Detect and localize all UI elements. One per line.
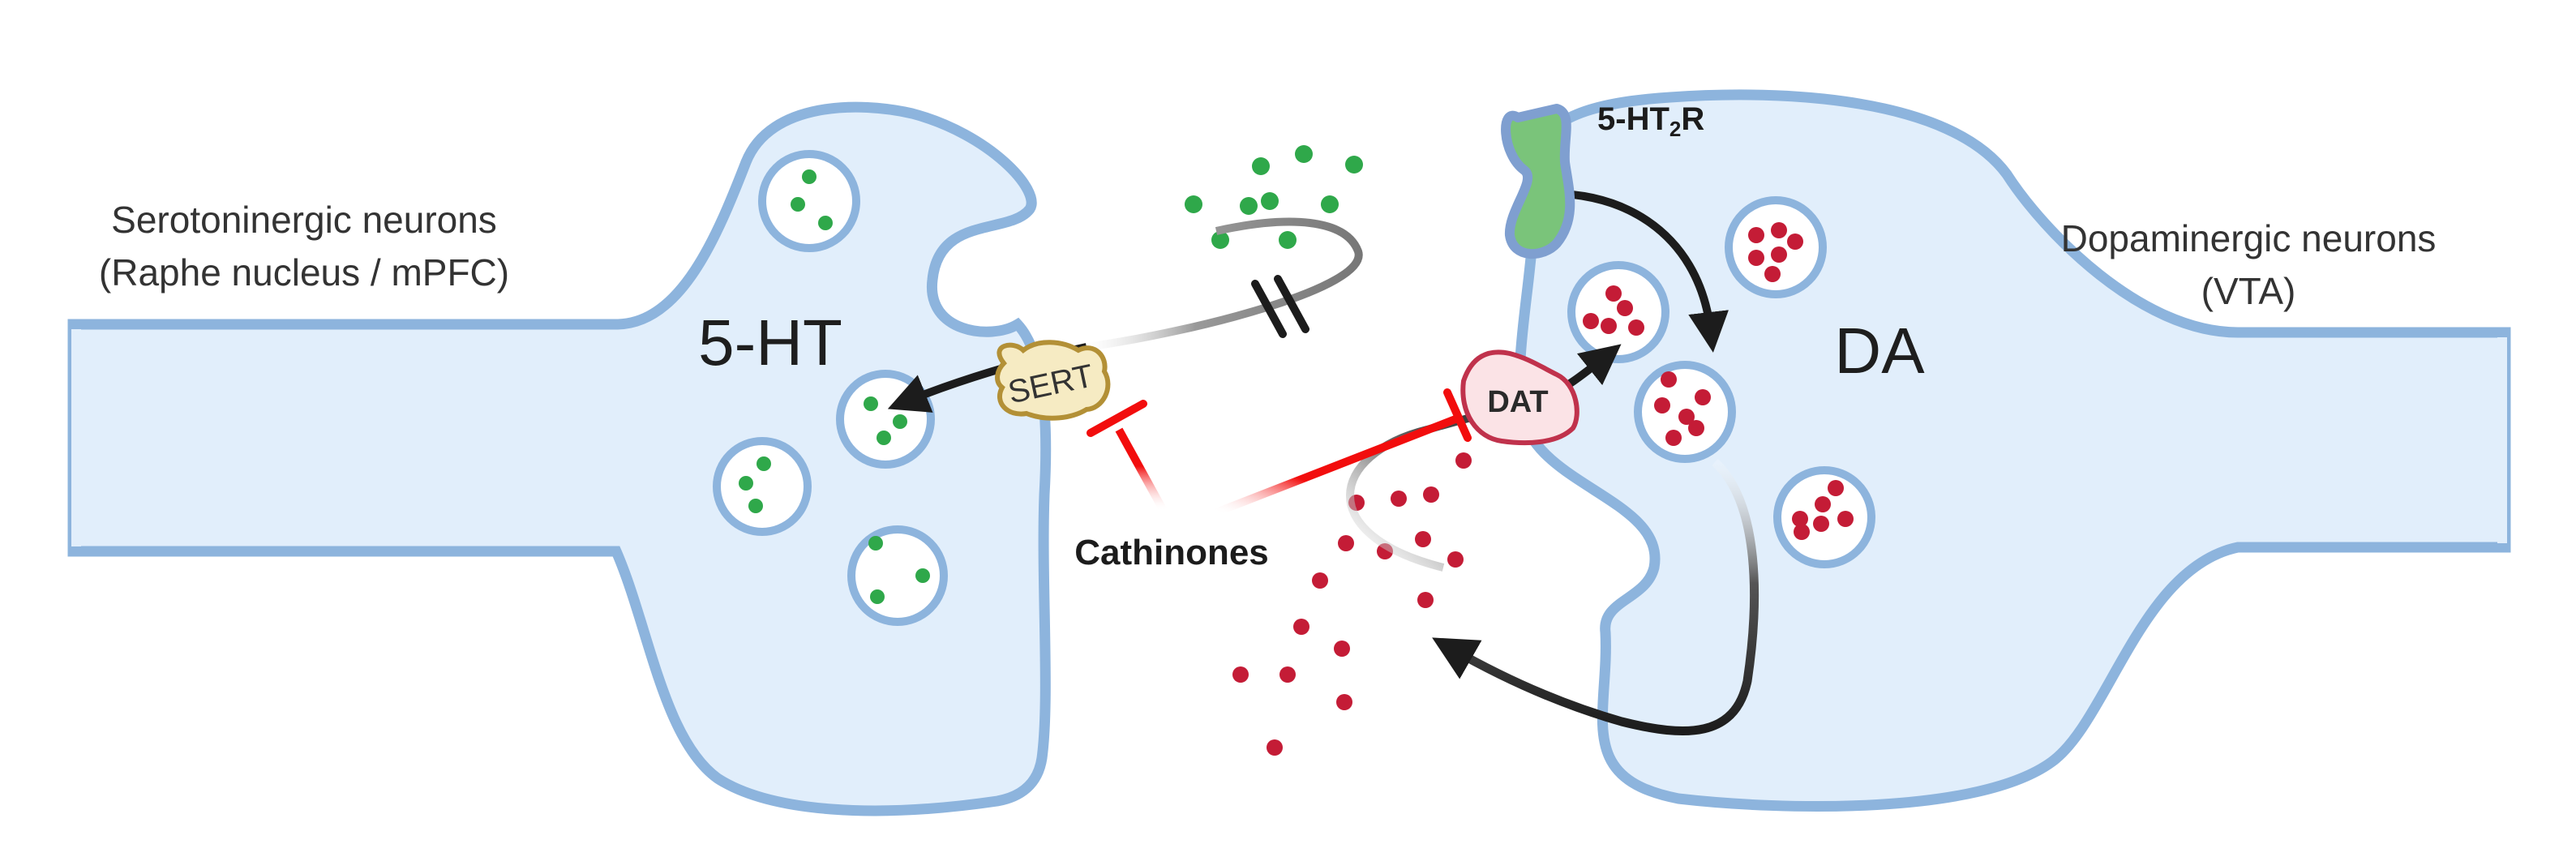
dopamine-release-arrow bbox=[1432, 458, 1759, 735]
serotonin-reuptake-arc bbox=[1086, 217, 1363, 351]
sert-inhibition-line bbox=[1115, 427, 1168, 513]
vesicle-da-2 bbox=[1567, 261, 1669, 363]
dopamine-vesicles bbox=[1567, 196, 1875, 568]
sert-transporter: SERT bbox=[995, 340, 1111, 421]
dat-transporter: DAT bbox=[1460, 349, 1579, 446]
cathinone-inhibition bbox=[1087, 388, 1472, 516]
dat-label: DAT bbox=[1487, 385, 1548, 419]
dat-inhibition-line bbox=[1215, 414, 1461, 516]
receptor-label-main: 5-HT bbox=[1597, 101, 1669, 137]
left-neurotransmitter-label: 5-HT bbox=[698, 306, 842, 379]
extracellular-serotonin bbox=[1185, 145, 1363, 249]
serotonergic-neuron-membrane bbox=[67, 101, 1052, 816]
vesicle-5ht-2 bbox=[836, 370, 935, 469]
vesicle-da-4 bbox=[1773, 466, 1875, 568]
vesicle-da-1 bbox=[1725, 196, 1827, 298]
blocked-reuptake-marks bbox=[1251, 275, 1309, 338]
vesicle-da-3 bbox=[1634, 361, 1736, 463]
vesicle-5ht-3 bbox=[713, 437, 812, 536]
receptor-label: 5-HT2R bbox=[1597, 101, 1704, 141]
extracellular-dopamine bbox=[1232, 452, 1472, 756]
left-neuron-title-line1: Serotoninergic neurons bbox=[111, 199, 497, 241]
dat-inhibition-bar bbox=[1443, 388, 1472, 442]
5ht2-receptor bbox=[1501, 104, 1575, 259]
sert-inhibition-bar bbox=[1087, 400, 1147, 437]
right-neurotransmitter-label: DA bbox=[1834, 315, 1925, 387]
left-neuron-title-line2: (Raphe nucleus / mPFC) bbox=[99, 251, 509, 294]
vesicle-5ht-4 bbox=[847, 525, 948, 626]
right-neuron-title-line2: (VTA) bbox=[2201, 270, 2296, 312]
drug-label: Cathinones bbox=[1074, 533, 1269, 572]
receptor-label-sub: 2 bbox=[1669, 117, 1681, 141]
vesicle-5ht-1 bbox=[758, 150, 860, 252]
receptor-label-end: R bbox=[1681, 101, 1704, 137]
right-neuron-title-line1: Dopaminergic neurons bbox=[2061, 217, 2437, 259]
